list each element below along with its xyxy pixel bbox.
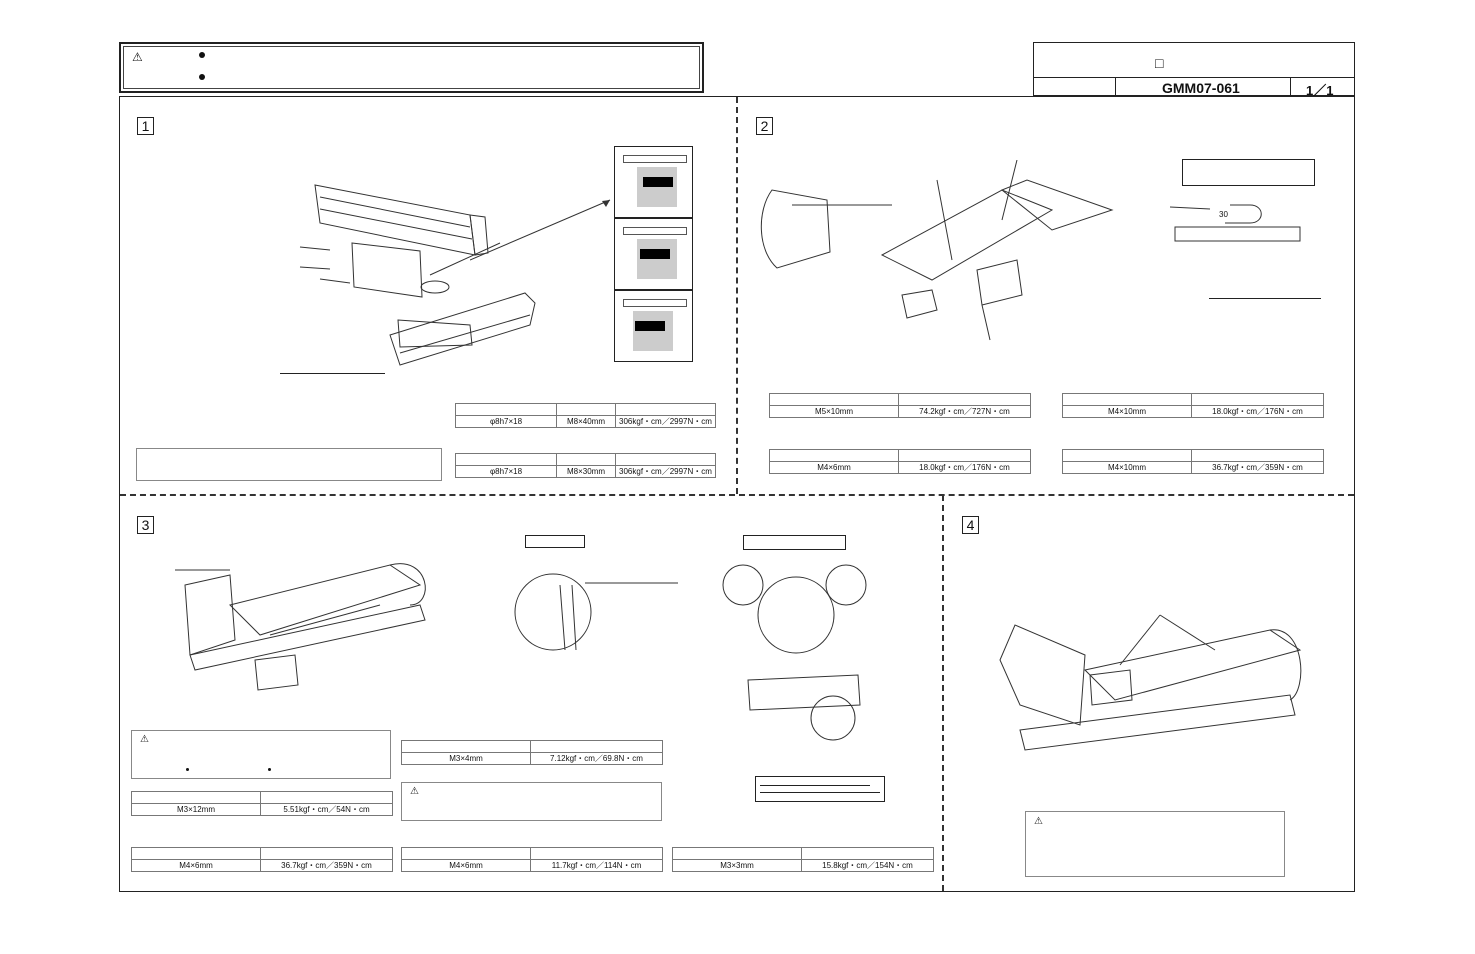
bracket-diagram — [760, 160, 1114, 341]
table-cell: M4×10mm — [1062, 461, 1192, 474]
warning-icon: ⚠ — [132, 50, 143, 64]
table-cell: 7.12kgf・cm／69.8N・cm — [530, 752, 663, 765]
detail-views — [722, 564, 867, 741]
table-cell: M4×10mm — [1062, 405, 1192, 418]
table-cell: M3×12mm — [131, 803, 261, 816]
note-box — [136, 448, 442, 481]
table-cell: φ8h7×18 — [455, 415, 557, 428]
inset-diagram — [1170, 204, 1301, 242]
dimension-label: 30 — [1219, 210, 1228, 219]
note-box — [755, 776, 885, 802]
orientation-view-1 — [614, 146, 693, 218]
table-cell: 11.7kgf・cm／114N・cm — [530, 859, 663, 872]
caution-box: ⚠ — [131, 730, 391, 779]
assembly-diagram — [175, 563, 426, 691]
label-box — [743, 535, 846, 550]
warning-icon: ⚠ — [1034, 816, 1043, 827]
divider — [736, 97, 738, 494]
table-cell: M3×4mm — [401, 752, 531, 765]
table-cell: 5.51kgf・cm／54N・cm — [260, 803, 393, 816]
table-cell: M5×10mm — [769, 405, 899, 418]
inset-label-box — [1182, 159, 1315, 186]
document-number: GMM07-061 — [1162, 80, 1240, 96]
warning-icon: ⚠ — [140, 734, 149, 745]
main-frame — [119, 96, 1355, 892]
table-cell: M3×3mm — [672, 859, 802, 872]
detail-circle — [514, 573, 678, 651]
table-cell: 15.8kgf・cm／154N・cm — [801, 859, 934, 872]
title-block: □ GMM07-061 1／1 — [1033, 42, 1355, 98]
actuator-diagram — [299, 184, 536, 366]
final-assembly-diagram — [999, 614, 1302, 751]
orientation-view-2 — [614, 218, 693, 290]
arrow — [470, 199, 611, 261]
table-cell: φ8h7×18 — [455, 465, 557, 478]
table-cell: M8×40mm — [556, 415, 616, 428]
checkbox-glyph: □ — [1155, 55, 1164, 71]
table-cell: M8×30mm — [556, 465, 616, 478]
table-cell: 36.7kgf・cm／359N・cm — [1191, 461, 1324, 474]
table-cell: 306kgf・cm／2997N・cm — [615, 415, 716, 428]
label-box — [525, 535, 585, 548]
caution-box: ⚠ — [1025, 811, 1285, 877]
table-cell: 306kgf・cm／2997N・cm — [615, 465, 716, 478]
step-number-2: 2 — [756, 117, 773, 135]
warning-banner: ⚠ — [119, 42, 704, 93]
caution-box: ⚠ — [401, 782, 662, 821]
divider — [942, 495, 944, 891]
table-cell: 18.0kgf・cm／176N・cm — [1191, 405, 1324, 418]
orientation-view-3 — [614, 290, 693, 362]
step-number-1: 1 — [137, 117, 154, 135]
bullet-dot — [199, 74, 205, 80]
step-number-4: 4 — [962, 516, 979, 534]
divider — [120, 494, 1354, 496]
table-cell: M4×6mm — [769, 461, 899, 474]
bullet-dot — [199, 52, 205, 58]
table-cell: 74.2kgf・cm／727N・cm — [898, 405, 1031, 418]
table-cell: M4×6mm — [401, 859, 531, 872]
page-number: 1／1 — [1306, 83, 1334, 98]
table-cell: 36.7kgf・cm／359N・cm — [260, 859, 393, 872]
table-cell: M4×6mm — [131, 859, 261, 872]
table-cell: 18.0kgf・cm／176N・cm — [898, 461, 1031, 474]
step-number-3: 3 — [137, 516, 154, 534]
warning-icon: ⚠ — [410, 786, 419, 797]
